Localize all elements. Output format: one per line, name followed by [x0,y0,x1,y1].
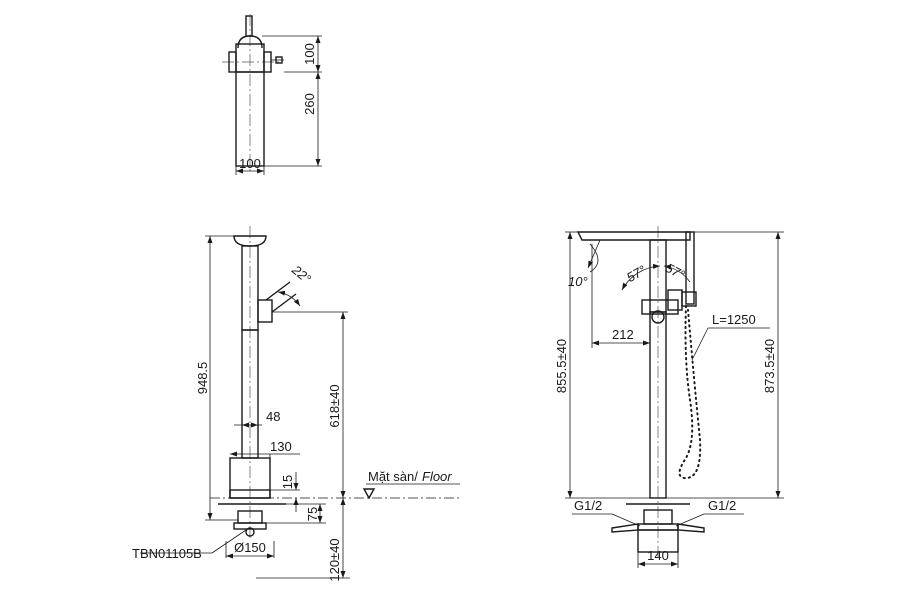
top-dim-260: 260 [302,93,317,115]
front-dim-flange: Ø150 [234,540,266,555]
front-dim-total-height: 948.5 [195,362,210,395]
top-view: 100 260 100 [222,14,322,175]
side-dim-tilt: 10° [568,274,588,289]
side-view: 57° 57° 10° 212 L=1250 855.5±40 873.5±40 [554,226,784,568]
front-dim-base-width: 130 [270,439,292,454]
side-dim-height-left: 855.5±40 [554,339,569,393]
front-dim-inlet-depth: 120±40 [327,538,342,581]
top-dim-100-horizontal: 100 [239,156,261,171]
front-dim-spout-height: 618±40 [327,384,342,427]
side-dim-reach: 212 [612,327,634,342]
floor-label-vi: Mặt sàn/ [368,469,418,484]
side-dim-thread-left: G1/2 [574,498,602,513]
front-dim-floor-gap: 15 [280,475,295,489]
side-dim-base-width: 140 [647,548,669,563]
top-dim-100-vertical: 100 [302,43,317,65]
part-code-label: TBN01105B [132,546,202,561]
front-view: 22° 948.5 618±40 48 130 15 75 120±40 [132,226,460,582]
side-dim-hose: L=1250 [712,312,756,327]
front-dim-stem-width: 48 [266,409,280,424]
side-dim-height-right: 873.5±40 [762,339,777,393]
front-dim-angle: 22° [288,261,313,286]
front-dim-below-floor: 75 [305,507,320,521]
side-dim-thread-right: G1/2 [708,498,736,513]
floor-label-en: Floor [422,469,452,484]
